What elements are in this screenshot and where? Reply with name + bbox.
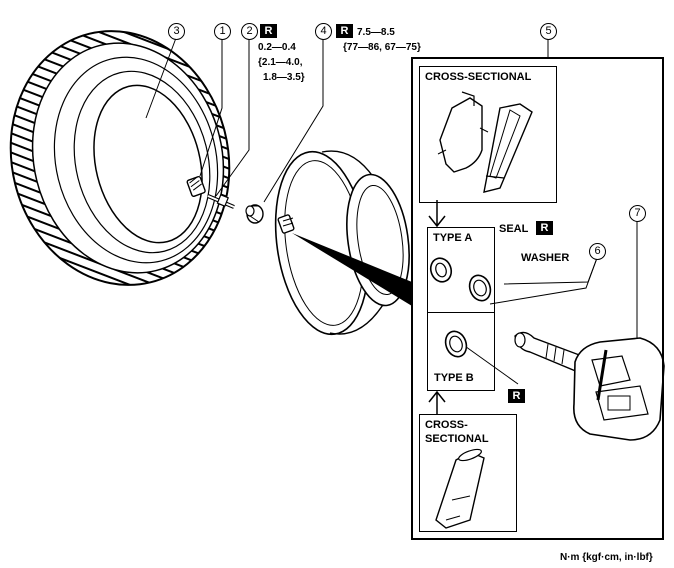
replace-badge-nut: R: [336, 24, 353, 38]
replace-badge-type-b: R: [508, 389, 525, 403]
cross-sectional-bottom-line1: CROSS-: [425, 419, 468, 431]
detail-frame: [411, 57, 664, 540]
top-panel-arrow: [428, 200, 446, 228]
callout-6: 6: [589, 243, 606, 260]
leader-lines: [145, 37, 638, 385]
washer-label: WASHER: [521, 252, 570, 264]
tire: [9, 30, 231, 286]
cross-sectional-bottom-line2: SECTIONAL: [425, 433, 489, 445]
callout-7: 7: [629, 205, 646, 222]
type-b-drawing: [444, 330, 468, 358]
torque-core-line1: 0.2—0.4: [258, 42, 296, 53]
cross-section-top-drawing: [437, 91, 533, 193]
torque-units: N·m {kgf·cm, in·lbf}: [560, 552, 653, 563]
type-b-label: TYPE B: [434, 372, 474, 384]
zoom-wedge: [292, 233, 412, 306]
torque-core-line3: 1.8—3.5}: [263, 72, 305, 83]
tpms-sensor: [514, 331, 665, 441]
wheel: [274, 150, 410, 336]
valve-cap: [186, 175, 206, 197]
replace-badge-seal: R: [536, 221, 553, 235]
nut: [245, 204, 264, 224]
type-a-drawing: [429, 257, 492, 302]
cross-section-bottom-panel: [419, 414, 517, 532]
replace-badge-core: R: [260, 24, 277, 38]
seal-label: SEAL: [499, 223, 529, 235]
callout-5: 5: [540, 23, 557, 40]
cross-section-top-panel: [419, 66, 557, 203]
callout-4: 4: [315, 23, 332, 40]
type-a-label: TYPE A: [433, 232, 473, 244]
callout-1: 1: [214, 23, 231, 40]
cross-section-bottom-drawing: [435, 448, 485, 529]
bottom-panel-arrow: [428, 390, 446, 414]
torque-core-line2: {2.1—4.0,: [258, 57, 303, 68]
cross-sectional-top-label: CROSS-SECTIONAL: [425, 71, 532, 83]
callout-2: 2: [241, 23, 258, 40]
torque-nut-line1: 7.5—8.5: [357, 27, 395, 38]
torque-nut-line2: {77—86, 67—75}: [343, 42, 421, 53]
callout-3: 3: [168, 23, 185, 40]
type-divider: [427, 312, 495, 313]
type-panel: [427, 227, 495, 391]
valve-core: [207, 194, 235, 209]
